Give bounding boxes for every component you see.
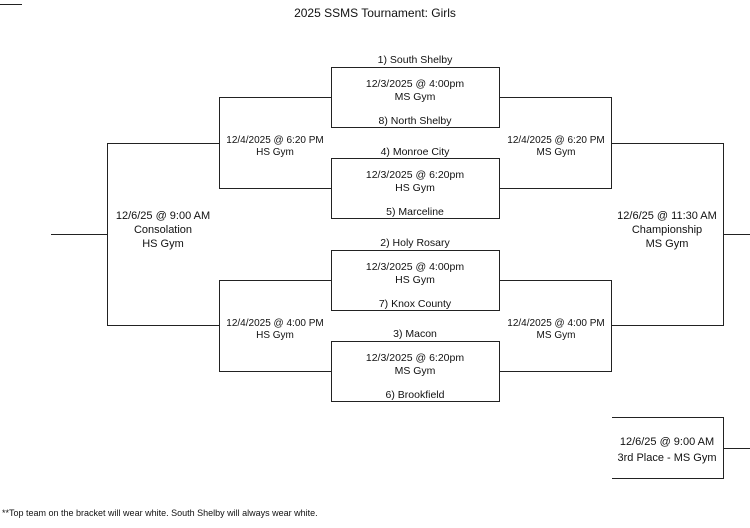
team-label: 4) Monroe City (380, 146, 450, 158)
championship-label: Championship (631, 224, 703, 236)
bracket-line (611, 143, 724, 144)
bracket-line (219, 97, 331, 98)
bracket-line (219, 280, 220, 372)
bracket-line (51, 234, 107, 235)
semifinal-venue: MS Gym (536, 330, 576, 341)
team-label: 2) Holy Rosary (380, 237, 450, 249)
consolation-label: Consolation (133, 224, 193, 236)
semifinal-date: 12/4/2025 @ 4:00 PM (226, 318, 324, 329)
game-venue: HS Gym (395, 274, 435, 286)
semifinal-date: 12/4/2025 @ 4:00 PM (507, 318, 605, 329)
team-label: 8) North Shelby (378, 115, 452, 127)
bracket-line (107, 325, 219, 326)
semifinal-venue: HS Gym (256, 147, 294, 158)
game-box-4 (331, 341, 500, 402)
semifinal-date: 12/4/2025 @ 6:20 PM (226, 135, 324, 146)
bracket-line (219, 371, 331, 372)
game-date: 12/3/2025 @ 4:00pm (365, 261, 465, 273)
bracket-line (500, 371, 612, 372)
semifinal-date: 12/4/2025 @ 6:20 PM (507, 135, 605, 146)
game-box-1 (331, 67, 500, 128)
bracket-line (219, 188, 331, 189)
game-venue: MS Gym (394, 365, 436, 377)
game-box-3 (331, 250, 500, 311)
game-date: 12/3/2025 @ 6:20pm (365, 352, 465, 364)
consolation-date: 12/6/25 @ 9:00 AM (115, 210, 211, 222)
bracket-line (723, 234, 750, 235)
team-label: 1) South Shelby (377, 54, 453, 66)
bracket-line (500, 97, 612, 98)
bracket-line (611, 280, 612, 372)
bracket-line (611, 325, 724, 326)
team-label: 7) Knox County (378, 298, 452, 310)
game-date: 12/3/2025 @ 4:00pm (365, 78, 465, 90)
semifinal-venue: MS Gym (536, 147, 576, 158)
team-label: 3) Macon (393, 328, 437, 340)
third-place-date: 12/6/25 @ 9:00 AM (619, 436, 715, 448)
team-label: 5) Marceline (386, 206, 444, 218)
footnote: **Top team on the bracket will wear whit… (2, 508, 318, 518)
third-place-label: 3rd Place - MS Gym (617, 452, 717, 464)
semifinal-venue: HS Gym (256, 330, 294, 341)
consolation-venue: HS Gym (142, 238, 184, 250)
bracket-line (500, 188, 612, 189)
championship-date: 12/6/25 @ 11:30 AM (617, 210, 717, 222)
bracket-line (107, 143, 219, 144)
bracket-line (612, 417, 724, 418)
page-title: 2025 SSMS Tournament: Girls (294, 6, 456, 20)
bracket-line (723, 448, 750, 449)
game-venue: HS Gym (395, 182, 435, 194)
team-label: 6) Brookfield (385, 389, 445, 401)
bracket-line (500, 280, 612, 281)
game-date: 12/3/2025 @ 6:20pm (365, 169, 465, 181)
bracket-line (107, 143, 108, 326)
championship-venue: MS Gym (645, 238, 689, 250)
bracket-line (219, 280, 331, 281)
game-box-2 (331, 158, 500, 219)
game-venue: MS Gym (394, 91, 436, 103)
corner-line (0, 4, 22, 5)
bracket-line (219, 97, 220, 189)
bracket-line (612, 478, 724, 479)
